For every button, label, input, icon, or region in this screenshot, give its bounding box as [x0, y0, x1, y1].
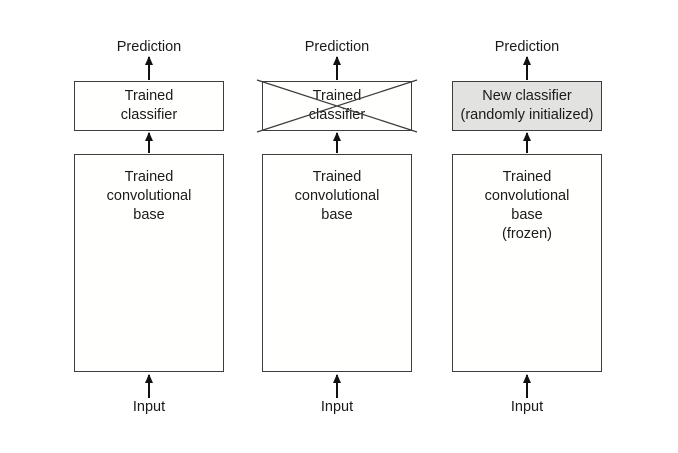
- base-text-line-1: Trained: [312, 169, 362, 185]
- base-text-line-2: convolutional: [484, 188, 570, 204]
- trained-classifier-box: Trained classifier: [262, 81, 412, 131]
- trained-classifier-box: Trained classifier: [74, 81, 224, 131]
- classifier-text-line-1: Trained: [312, 88, 362, 104]
- base-text-line-2: convolutional: [294, 188, 380, 204]
- input-label: Input: [510, 399, 544, 415]
- input-label: Input: [132, 399, 166, 415]
- base-text-line-1: Trained: [502, 169, 552, 185]
- input-label: Input: [320, 399, 354, 415]
- prediction-label: Prediction: [304, 39, 370, 55]
- new-classifier-box: New classifier (randomly initialized): [452, 81, 602, 131]
- prediction-label: Prediction: [494, 39, 560, 55]
- trained-convolutional-base-frozen-box: Trained convolutional base (frozen): [452, 154, 602, 372]
- classifier-text-line-1: New classifier: [482, 88, 572, 104]
- diagram-column-new-classifier: Prediction New classifier (randomly init…: [452, 0, 602, 453]
- classifier-text-line-2: classifier: [120, 107, 178, 123]
- classifier-text-line-2: classifier: [308, 107, 366, 123]
- base-text-line-4: (frozen): [502, 226, 552, 242]
- trained-convolutional-base-box: Trained convolutional base: [262, 154, 412, 372]
- arrow-base-to-classifier: [526, 133, 528, 153]
- arrow-classifier-to-prediction: [148, 57, 150, 80]
- classifier-text-line-2: (randomly initialized): [460, 107, 594, 123]
- arrow-input-to-base: [148, 375, 150, 398]
- prediction-label: Prediction: [116, 39, 182, 55]
- arrow-input-to-base: [336, 375, 338, 398]
- diagram-column-pretrained-model: Prediction Trained classifier Trained co…: [74, 0, 224, 453]
- arrow-classifier-to-prediction: [336, 57, 338, 80]
- base-text-line-2: convolutional: [106, 188, 192, 204]
- trained-convolutional-base-box: Trained convolutional base: [74, 154, 224, 372]
- classifier-text-line-1: Trained: [124, 88, 174, 104]
- base-text-line-3: base: [133, 207, 165, 223]
- arrow-base-to-classifier: [148, 133, 150, 153]
- base-text-line-3: base: [511, 207, 543, 223]
- arrow-base-to-classifier: [336, 133, 338, 153]
- arrow-classifier-to-prediction: [526, 57, 528, 80]
- arrow-input-to-base: [526, 375, 528, 398]
- diagram-column-discard-classifier: Prediction Trained classifier Trained co…: [256, 0, 418, 453]
- base-text-line-3: base: [321, 207, 353, 223]
- base-text-line-1: Trained: [124, 169, 174, 185]
